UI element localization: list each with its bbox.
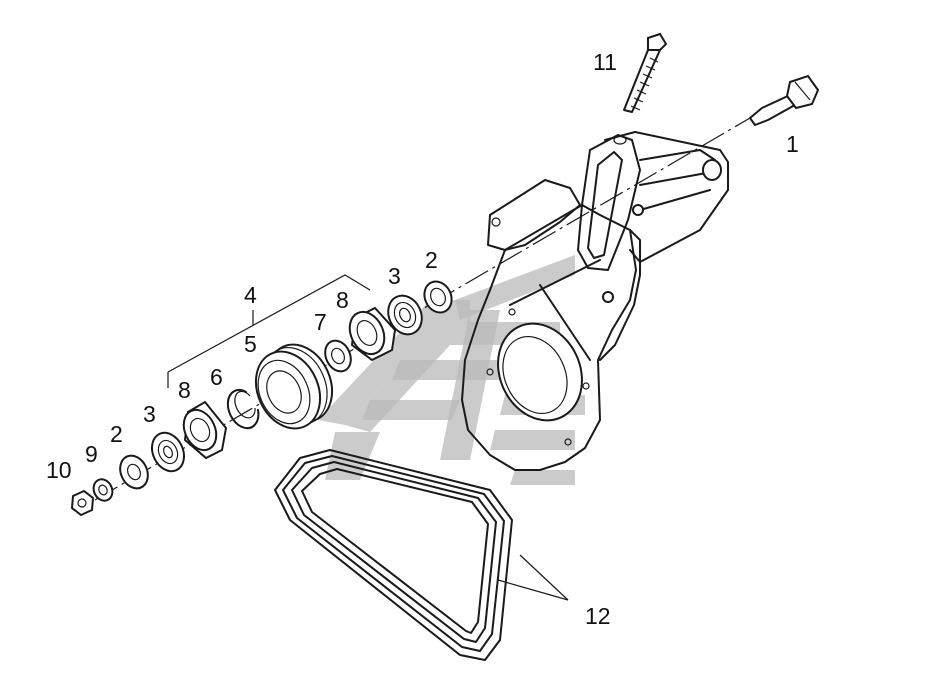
part-10-nut	[70, 489, 95, 517]
callout-1: 1	[786, 131, 799, 157]
callout-4: 4	[244, 282, 257, 308]
callout-3-upper: 3	[388, 263, 401, 289]
callout-11: 11	[593, 49, 617, 75]
part-8-spacer-upper	[348, 306, 397, 362]
callout-5: 5	[244, 331, 257, 357]
part-7-small-washer	[324, 339, 352, 373]
part-5-pulley	[254, 343, 334, 430]
bracket	[461, 131, 729, 471]
part-6-circlip	[226, 389, 260, 430]
callout-2-upper: 2	[425, 247, 438, 273]
part-8-spacer-lower	[182, 400, 228, 460]
leader-lines	[497, 554, 569, 601]
part-2-washer-lower	[119, 454, 149, 490]
callout-7: 7	[314, 309, 327, 335]
callout-12: 12	[585, 603, 611, 629]
part-3-bearing-upper	[387, 294, 423, 336]
part-2-washer-upper	[423, 280, 453, 314]
group-4-bracket	[167, 274, 371, 388]
part-12-belt	[274, 449, 513, 661]
callout-9: 9	[85, 441, 98, 467]
callout-6: 6	[210, 364, 223, 390]
callout-2-lower: 2	[110, 421, 123, 447]
part-1-pivot-bolt	[749, 74, 820, 126]
part-3-bearing-lower	[150, 431, 186, 473]
callout-8-upper: 8	[336, 287, 349, 313]
part-11-adjusting-bolt	[623, 32, 668, 113]
callout-8-lower: 8	[178, 377, 191, 403]
callout-3-lower: 3	[143, 401, 156, 427]
part-9-flat-washer	[92, 478, 114, 502]
callout-10: 10	[46, 457, 72, 483]
